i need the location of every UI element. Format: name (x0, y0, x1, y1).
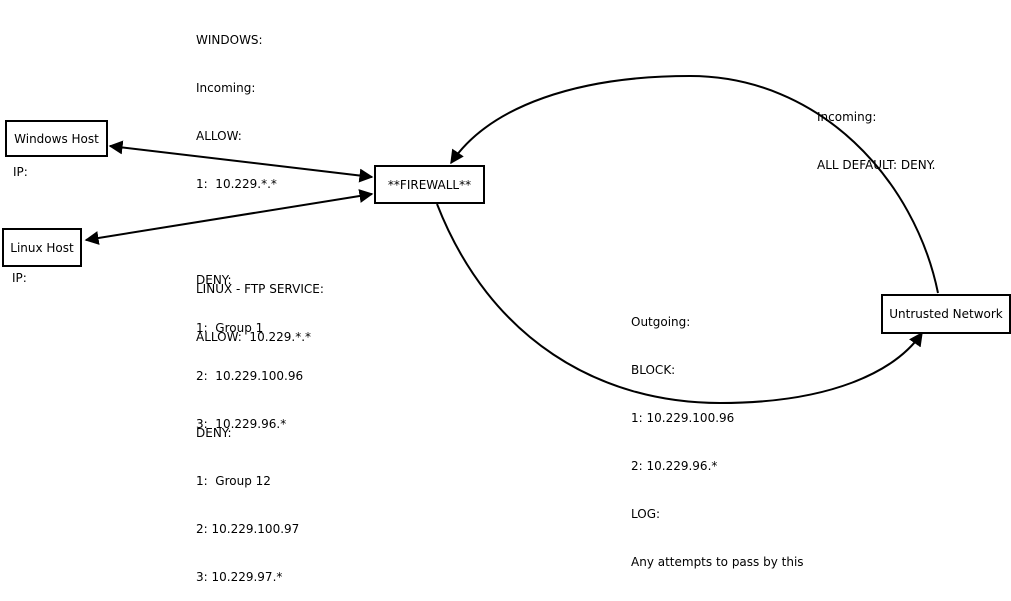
outgoing-block-heading: BLOCK: (631, 363, 676, 377)
linux-deny-heading: DENY: (196, 426, 232, 440)
spacer (196, 377, 324, 393)
outgoing-block-rule: 2: 10.229.96.* (631, 459, 718, 473)
linux-deny-rule: 1: Group 12 (196, 474, 271, 488)
outgoing-rules: Outgoing: BLOCK: 1: 10.229.100.96 2: 10.… (631, 282, 804, 586)
windows-firewall-connector (108, 140, 374, 183)
linux-firewall-connector (84, 189, 374, 245)
linux-host-label: Linux Host (10, 240, 74, 255)
linux-ip-label: IP: (12, 271, 27, 285)
outgoing-flow-arrow (436, 203, 923, 405)
outgoing-heading: Outgoing: (631, 315, 691, 329)
incoming-rules: Incoming: ALL DEFAULT: DENY. (817, 77, 935, 189)
firewall-label: **FIREWALL** (387, 177, 472, 192)
windows-deny-rule: 2: 10.229.100.96 (196, 369, 304, 383)
windows-deny-rule: 1: Group 1 (196, 321, 264, 335)
untrusted-network-node: Untrusted Network (881, 294, 1011, 334)
windows-host-node: Windows Host (5, 120, 108, 157)
windows-deny-heading: DENY: (196, 273, 232, 287)
outgoing-log-heading: LOG: (631, 507, 661, 521)
outgoing-log-rule: Any attempts to pass by this (631, 555, 804, 569)
spacer (196, 224, 303, 240)
incoming-heading: Incoming: (817, 110, 877, 124)
windows-incoming-heading: Incoming: (196, 81, 256, 95)
incoming-flow-arrow (450, 74, 939, 294)
linux-rules-title: LINUX - FTP SERVICE: (196, 282, 324, 296)
connector-layer (84, 74, 939, 405)
linux-deny-rule: 3: 10.229.97.* (196, 570, 283, 584)
untrusted-network-label: Untrusted Network (889, 307, 1003, 321)
outgoing-block-rule: 1: 10.229.100.96 (631, 411, 735, 425)
windows-allow-rule: 1: 10.229.*.* (196, 177, 277, 191)
windows-ip-label: IP: (13, 165, 28, 179)
incoming-default-rule: ALL DEFAULT: DENY. (817, 158, 936, 172)
windows-host-label: Windows Host (14, 131, 99, 146)
linux-deny-rule: 2: 10.229.100.97 (196, 522, 300, 536)
firewall-node: **FIREWALL** (374, 165, 485, 204)
windows-allow-heading: ALLOW: (196, 129, 242, 143)
linux-rules: LINUX - FTP SERVICE: ALLOW: 10.229.*.* D… (196, 249, 324, 601)
windows-rules-title: WINDOWS: (196, 33, 263, 47)
linux-host-node: Linux Host (2, 228, 82, 267)
linux-allow-rule: ALLOW: 10.229.*.* (196, 330, 312, 344)
